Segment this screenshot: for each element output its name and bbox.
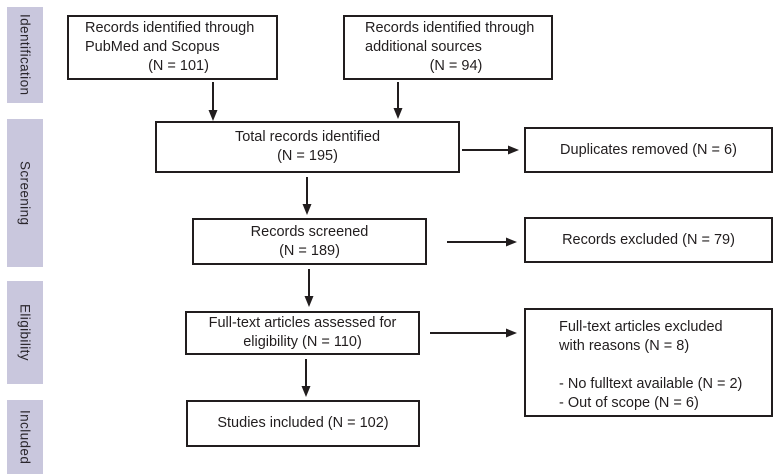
- box-text-line: additional sources: [365, 39, 482, 55]
- spacer: [559, 356, 767, 375]
- box-count: (N = 189): [279, 242, 340, 259]
- box-text-line: Records screened: [250, 223, 369, 240]
- box-text-line: eligibility (N = 110): [243, 334, 362, 350]
- arrow-total-to-screened: [302, 177, 312, 215]
- box-records-pubmed-scopus: Records identified through PubMed and Sc…: [67, 15, 278, 80]
- box-duplicates-removed: Duplicates removed (N = 6): [524, 127, 773, 173]
- box-count: (N = 101): [148, 58, 209, 74]
- box-text-line: Records excluded (N = 79): [562, 231, 735, 248]
- box-reason-line: - No fulltext available (N = 2): [559, 376, 743, 392]
- box-count: (N = 195): [277, 148, 338, 164]
- box-text-line: Full-text articles excluded: [559, 319, 723, 335]
- box-fulltext-assessed: Full-text articles assessed for eligibil…: [185, 311, 420, 355]
- box-text-line: Full-text articles assessed for: [208, 315, 397, 331]
- box-count: (N = 94): [429, 58, 483, 74]
- arrow-screened-to-excluded: [447, 237, 517, 247]
- stage-label-screening: Screening: [7, 119, 43, 267]
- arrow-additional-to-total: [393, 82, 403, 119]
- box-text-line: Records identified through: [365, 20, 535, 36]
- arrow-pubmed-to-total: [208, 82, 218, 121]
- box-text-line: Total records identified: [234, 129, 381, 145]
- box-text-line: with reasons (N = 8): [559, 338, 690, 354]
- box-total-records: Total records identified (N = 195): [155, 121, 460, 173]
- box-text-line: PubMed and Scopus: [85, 39, 220, 55]
- box-records-additional-sources: Records identified through additional so…: [343, 15, 553, 80]
- box-studies-included: Studies included (N = 102): [186, 400, 420, 447]
- stage-label-eligibility: Eligibility: [7, 281, 43, 384]
- arrow-total-to-duplicates: [462, 145, 519, 155]
- arrow-fulltext-to-ftexcluded: [430, 328, 517, 338]
- box-text-line: Records identified through: [85, 20, 255, 36]
- stage-label-identification: Identification: [7, 7, 43, 103]
- stage-label-included: Included: [7, 400, 43, 474]
- arrow-fulltext-to-included: [301, 359, 311, 397]
- box-records-excluded: Records excluded (N = 79): [524, 217, 773, 263]
- box-text-line: Duplicates removed (N = 6): [560, 141, 737, 158]
- box-text-line: Studies included (N = 102): [217, 415, 389, 431]
- box-fulltext-excluded: Full-text articles excluded with reasons…: [524, 308, 773, 417]
- arrow-screened-to-fulltext: [304, 269, 314, 307]
- box-records-screened: Records screened (N = 189): [192, 218, 427, 265]
- box-reason-line: - Out of scope (N = 6): [559, 395, 699, 411]
